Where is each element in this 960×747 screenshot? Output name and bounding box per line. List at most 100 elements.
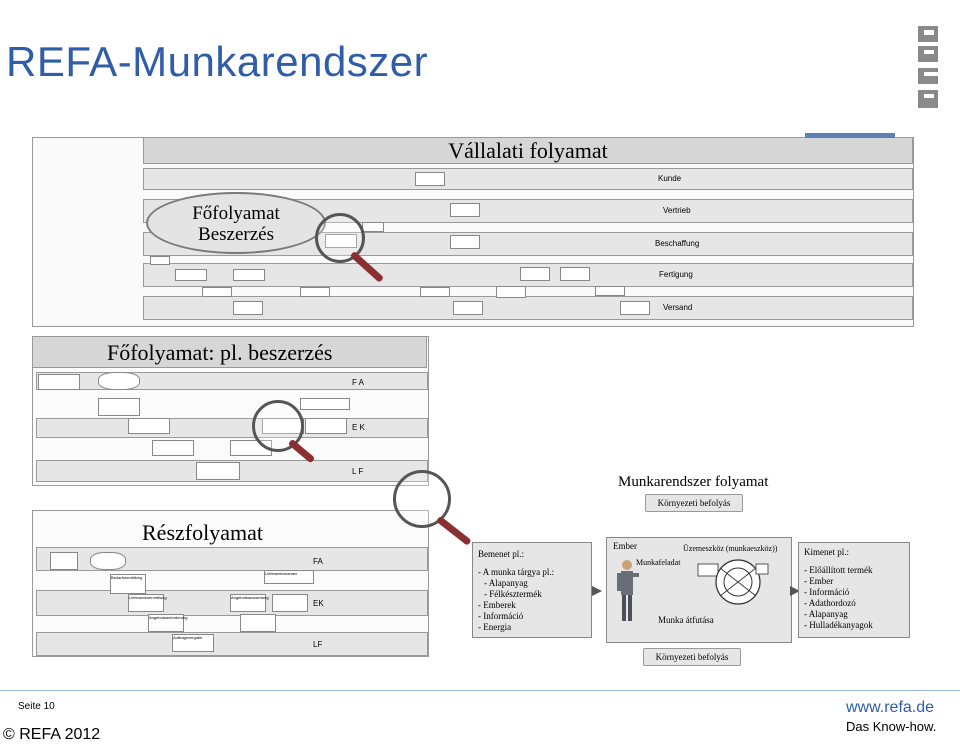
callout-main-process: Főfolyamat Beszerzés [146,192,326,254]
process-detail-title: Főfolyamat: pl. beszerzés [107,340,333,365]
task-label: Munkafeladat [636,558,681,567]
sub-step [240,614,276,632]
lane-versand [143,296,913,320]
input-box: Bemenet pl.: - A munka tárgya pl.: - Ala… [472,542,592,638]
copyright: © REFA 2012 [3,726,101,743]
sub-step: Auftragsvergabe [172,634,214,652]
detail-label-fa: F A [352,378,365,387]
process-step [520,267,550,281]
input-line: - Alapanyag [484,578,528,588]
output-line: - Ember [804,576,834,586]
worker-icon [617,560,639,621]
lane-label-fertigung: Fertigung [659,270,693,279]
subprocess-title: Részfolyamat [142,520,263,545]
slogan: Das Know-how. [846,719,937,734]
env-influence-top: Környezeti befolyás [645,494,743,512]
sub-step-label: Lieferantennamen [265,571,298,576]
input-line: - Információ [478,611,524,621]
work-system-box [606,537,792,643]
page-number: Seite 10 [18,701,55,712]
detail-label-lf: L F [352,467,364,476]
sub-step [50,552,78,570]
detail-label-ek: E K [352,423,365,432]
input-line: - A munka tárgya pl.: [478,567,555,577]
callout-line-2: Beszerzés [198,224,274,245]
process-step [233,301,263,315]
process-step [450,203,480,217]
output-line: - Alapanyag [804,609,848,619]
sub-label-ek: EK [313,599,324,608]
detail-step [38,374,80,390]
process-step [620,301,650,315]
sub-step [272,594,308,612]
sub-step: Angebotsauswertung [230,594,269,612]
process-step [233,269,265,281]
sub-row-3 [36,632,428,656]
sub-label-lf: LF [313,640,323,649]
process-step [496,286,526,298]
sub-step-label: Lieferantenermittlung [129,595,167,600]
detail-step [196,462,240,480]
env-influence-top-label: Környezeti befolyás [657,498,731,508]
sub-step: Lieferantenermittlung [128,594,167,612]
header-tab [805,133,895,138]
sub-step-label: Auftragsvergabe [173,635,203,640]
arrow-icon [790,586,800,596]
lane-label-vertrieb: Vertrieb [663,206,691,215]
lane-label-versand: Versand [663,303,693,312]
output-line: - Adathordozó [804,598,856,608]
process-step [150,256,170,265]
sub-step: Bedarfsermittlung [110,574,146,594]
process-step [453,301,483,315]
process-step [300,287,330,297]
sub-step [90,552,126,570]
detail-step [300,398,350,410]
input-title: Bemenet pl.: [478,549,524,559]
site-url[interactable]: www.refa.de [846,699,935,716]
enterprise-process-header: Vállalati folyamat [143,137,913,164]
input-line: - Félkésztermék [484,589,542,599]
detail-step [98,372,140,390]
sub-step-label: Angebotsanforderung [149,615,188,620]
process-step [450,235,480,249]
output-line: - Információ [804,587,850,597]
lane-kunde [143,168,913,190]
detail-step [152,440,194,456]
detail-row-2 [36,418,428,438]
lane-label-beschaffung: Beschaffung [655,239,700,248]
sub-step: Angebotsanforderung [148,614,188,632]
arrow-icon [592,586,602,596]
machine-icon [697,559,769,605]
magnifier-icon [252,400,304,452]
page-title: REFA-Munkarendszer [6,38,429,85]
process-detail-header: Főfolyamat: pl. beszerzés [32,336,427,368]
throughput-label: Munka átfutása [658,615,714,625]
sub-label-fa: FA [313,557,323,566]
detail-step [128,418,170,434]
enterprise-process-title: Vállalati folyamat [448,138,608,163]
work-system-title: Munkarendszer folyamat [618,474,769,490]
callout-line-1: Főfolyamat [192,203,280,224]
sub-step: Lieferantennamen [264,570,314,584]
detail-step [305,418,347,434]
refa-logo [916,24,940,110]
env-influence-bottom-label: Környezeti befolyás [655,652,729,662]
output-line: - Előállított termék [804,565,873,575]
human-label: Ember [613,541,637,551]
resource-label: Üzemeszköz (munkaeszköz)) [683,544,778,553]
input-line: - Emberek [478,600,516,610]
detail-step [98,398,140,416]
env-influence-bottom: Környezeti befolyás [643,648,741,666]
detail-row-1 [36,372,428,390]
output-line: - Hulladékanyagok [804,620,873,630]
process-step [560,267,590,281]
process-step [362,222,384,232]
sub-step-label: Angebotsauswertung [231,595,269,600]
output-box: Kimenet pl.: - Előállított termék - Embe… [798,542,910,638]
input-line: - Energia [478,622,512,632]
process-step [202,287,232,297]
process-step [415,172,445,186]
process-step [420,287,450,297]
lane-fertigung [143,263,913,287]
sub-step-label: Bedarfsermittlung [111,575,143,580]
